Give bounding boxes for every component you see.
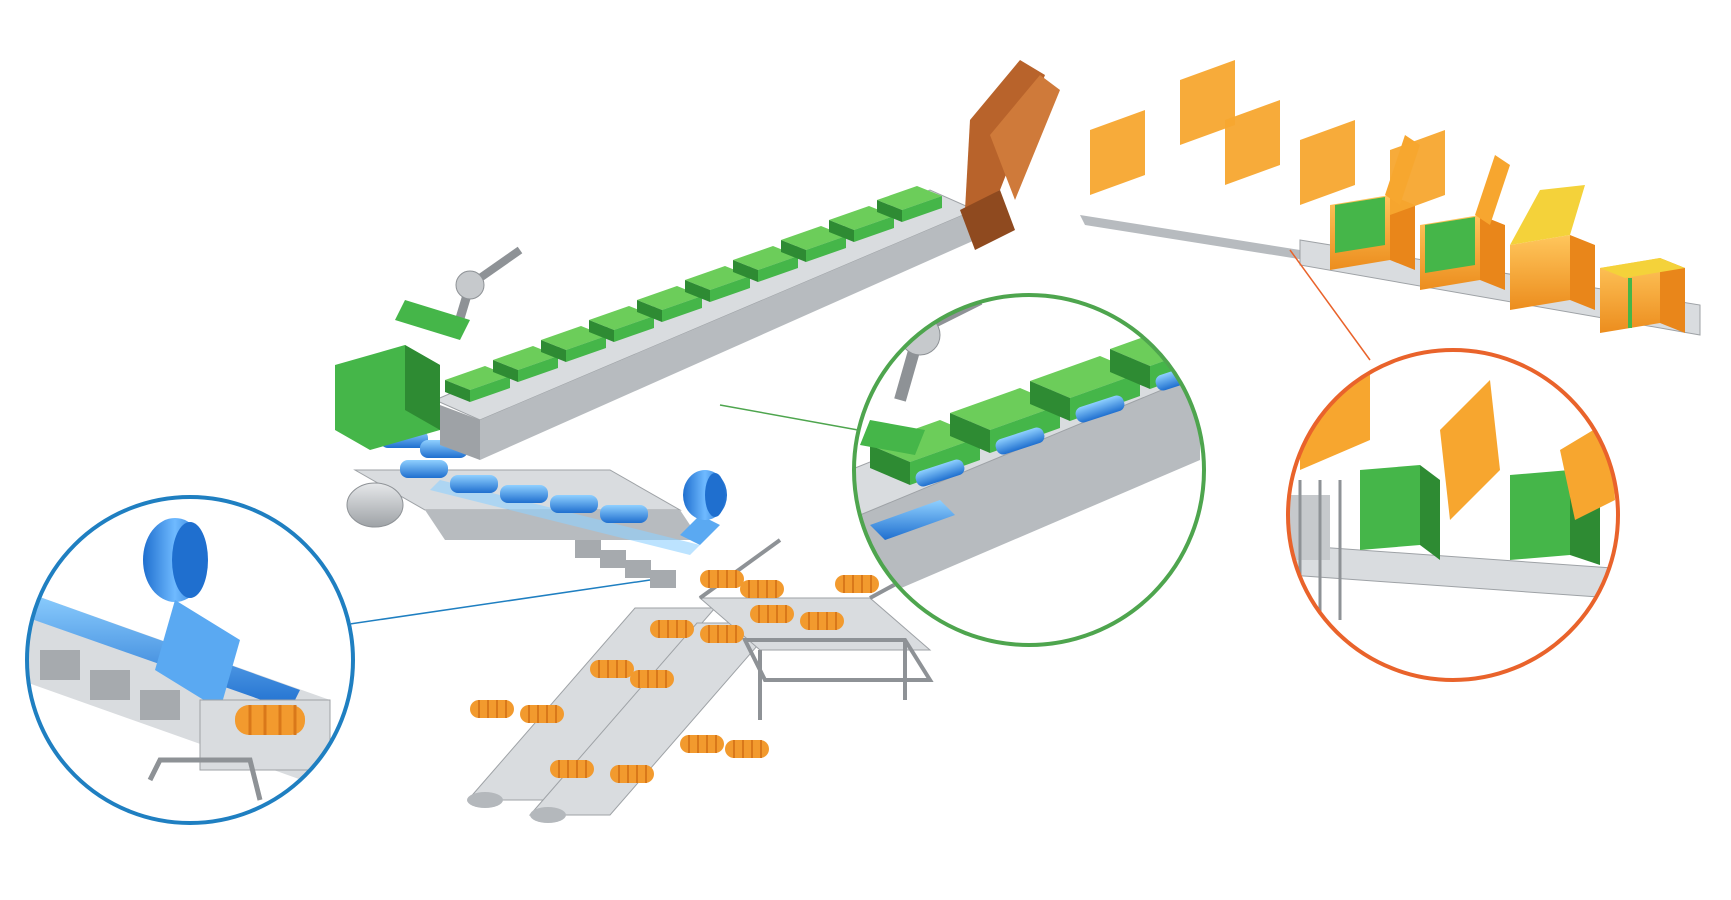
film-wrapping-leader [342, 579, 651, 626]
product-roll [550, 760, 594, 778]
product-roll [800, 612, 844, 630]
carton [1420, 155, 1510, 290]
case-packing-leader [1289, 249, 1371, 361]
carton-blank-icon [1180, 60, 1235, 145]
product-roll [740, 580, 784, 598]
product-roll [610, 765, 654, 783]
product-roll [235, 705, 305, 735]
product-roll [725, 740, 769, 758]
carton-blank-icon [1090, 110, 1145, 195]
carton-blank-icon [1225, 100, 1280, 185]
robot-arm-icon [395, 246, 523, 340]
carton [1600, 258, 1685, 333]
carton-blank-icon [1390, 130, 1445, 215]
tray-magazine [335, 345, 440, 450]
product-roll [680, 735, 724, 753]
case-packing-callout [1286, 348, 1620, 682]
product-roll [630, 670, 674, 688]
product-roll [700, 570, 744, 588]
film-pack [400, 460, 448, 478]
film-roll-icon [680, 470, 727, 545]
tray-loading-leader [719, 404, 859, 431]
tray-loading-callout [852, 293, 1206, 647]
tray [877, 186, 942, 222]
tray-stream [445, 186, 942, 402]
product-roll [470, 700, 514, 718]
product-roll [835, 575, 879, 593]
carton-blank-magazine [960, 60, 1060, 250]
product-roll [520, 705, 564, 723]
product-roll [590, 660, 634, 678]
product-roll [750, 605, 794, 623]
film-wrapping-callout [25, 495, 355, 825]
product-rolls [470, 570, 879, 783]
film-roll-icon [143, 518, 240, 710]
product-roll [650, 620, 694, 638]
film-pack [450, 475, 498, 493]
carton-blank-icon [1300, 120, 1355, 205]
product-roll [700, 625, 744, 643]
carton-stream [1090, 60, 1685, 333]
film-pack [500, 485, 548, 503]
film-pack [550, 495, 598, 513]
carton [1510, 185, 1595, 310]
film-pack [600, 505, 648, 523]
